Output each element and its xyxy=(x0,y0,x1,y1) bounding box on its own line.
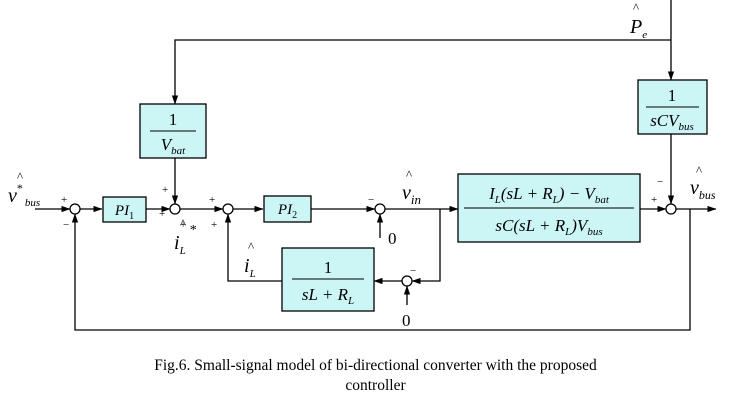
svg-text:^: ^ xyxy=(180,216,186,231)
svg-text:^: ^ xyxy=(696,163,702,178)
inv-vbat-denominator: Vbat xyxy=(161,135,186,157)
svg-text:Pe: Pe xyxy=(629,16,647,41)
svg-text:^: ^ xyxy=(248,239,254,254)
plant-denominator: sC(sL + RL)Vbus xyxy=(495,216,602,238)
svg-text:^: ^ xyxy=(406,167,412,182)
signal-vin-label: ^ vin xyxy=(402,167,421,207)
sum-junction-2 xyxy=(169,203,181,215)
sj2-plus-left-sign: + xyxy=(159,208,165,220)
sum-junction-4 xyxy=(374,203,386,215)
sum-junction-6 xyxy=(665,203,677,215)
caption-line-1: Fig.6. Small-signal model of bi-directio… xyxy=(154,357,597,374)
svg-text:^: ^ xyxy=(17,169,23,184)
inv-scvbus-numerator: 1 xyxy=(668,86,677,105)
sj3-plus-bottom-sign: + xyxy=(211,219,217,231)
svg-text:vbus: vbus xyxy=(690,177,716,202)
svg-text:iL*: iL* xyxy=(174,223,197,257)
sj5-minus-sign: − xyxy=(410,265,416,277)
sj1-minus-sign: − xyxy=(63,219,69,231)
signal-vbus-out-label: ^ vbus xyxy=(690,163,716,202)
pi2-block xyxy=(263,195,312,223)
svg-text:vin: vin xyxy=(402,182,421,207)
sum-junction-5 xyxy=(401,275,413,287)
sum-junction-3 xyxy=(222,203,234,215)
summing-junctions xyxy=(69,203,677,287)
sj3-plus-left-sign: + xyxy=(209,194,215,206)
signal-il-label: ^ iL xyxy=(244,239,256,280)
svg-text:v*bus: v*bus xyxy=(8,181,40,209)
inv-slrl-numerator: 1 xyxy=(324,258,333,277)
inv-slrl-denominator: sL + RL xyxy=(302,285,354,307)
junction-signs: + − + + + + + − − + − xyxy=(61,176,663,277)
plant-numerator: IL(sL + RL) − Vbat xyxy=(488,184,610,206)
signal-pe-label: ^ Pe xyxy=(629,0,647,41)
wire-pe-left xyxy=(171,39,671,105)
inv-vbat-numerator: 1 xyxy=(169,110,178,129)
signal-il-ref-label: ^ iL* xyxy=(174,216,197,257)
sj4-minus-sign: − xyxy=(368,194,374,206)
sj2-plus-top-sign: + xyxy=(162,184,168,196)
wire-outer-feedback xyxy=(71,209,691,331)
sj6-minus-top-sign: − xyxy=(657,176,663,188)
figure-caption: Fig.6. Small-signal model of bi-directio… xyxy=(0,356,751,396)
sj2-plus-bottom-sign: + xyxy=(180,219,186,231)
signal-vbus-ref-label: ^ v*bus xyxy=(8,169,40,209)
pi2-label: PI2 xyxy=(277,202,297,221)
svg-text:iL: iL xyxy=(244,255,256,280)
zero-input-a: 0 xyxy=(388,229,397,248)
sj1-plus-sign: + xyxy=(61,194,67,206)
svg-text:^: ^ xyxy=(633,0,639,15)
sj6-plus-sign: + xyxy=(651,194,657,206)
caption-line-2: controller xyxy=(345,377,406,394)
wire-il-feedback xyxy=(224,213,282,282)
sum-junction-1 xyxy=(69,203,81,215)
wire-vin-tap xyxy=(411,209,441,285)
zero-input-b: 0 xyxy=(402,311,411,330)
signal-wires xyxy=(35,0,717,331)
inv-scvbus-denominator: sCVbus xyxy=(650,111,694,133)
pi1-label: PI1 xyxy=(114,203,134,222)
pi1-block xyxy=(102,196,147,223)
